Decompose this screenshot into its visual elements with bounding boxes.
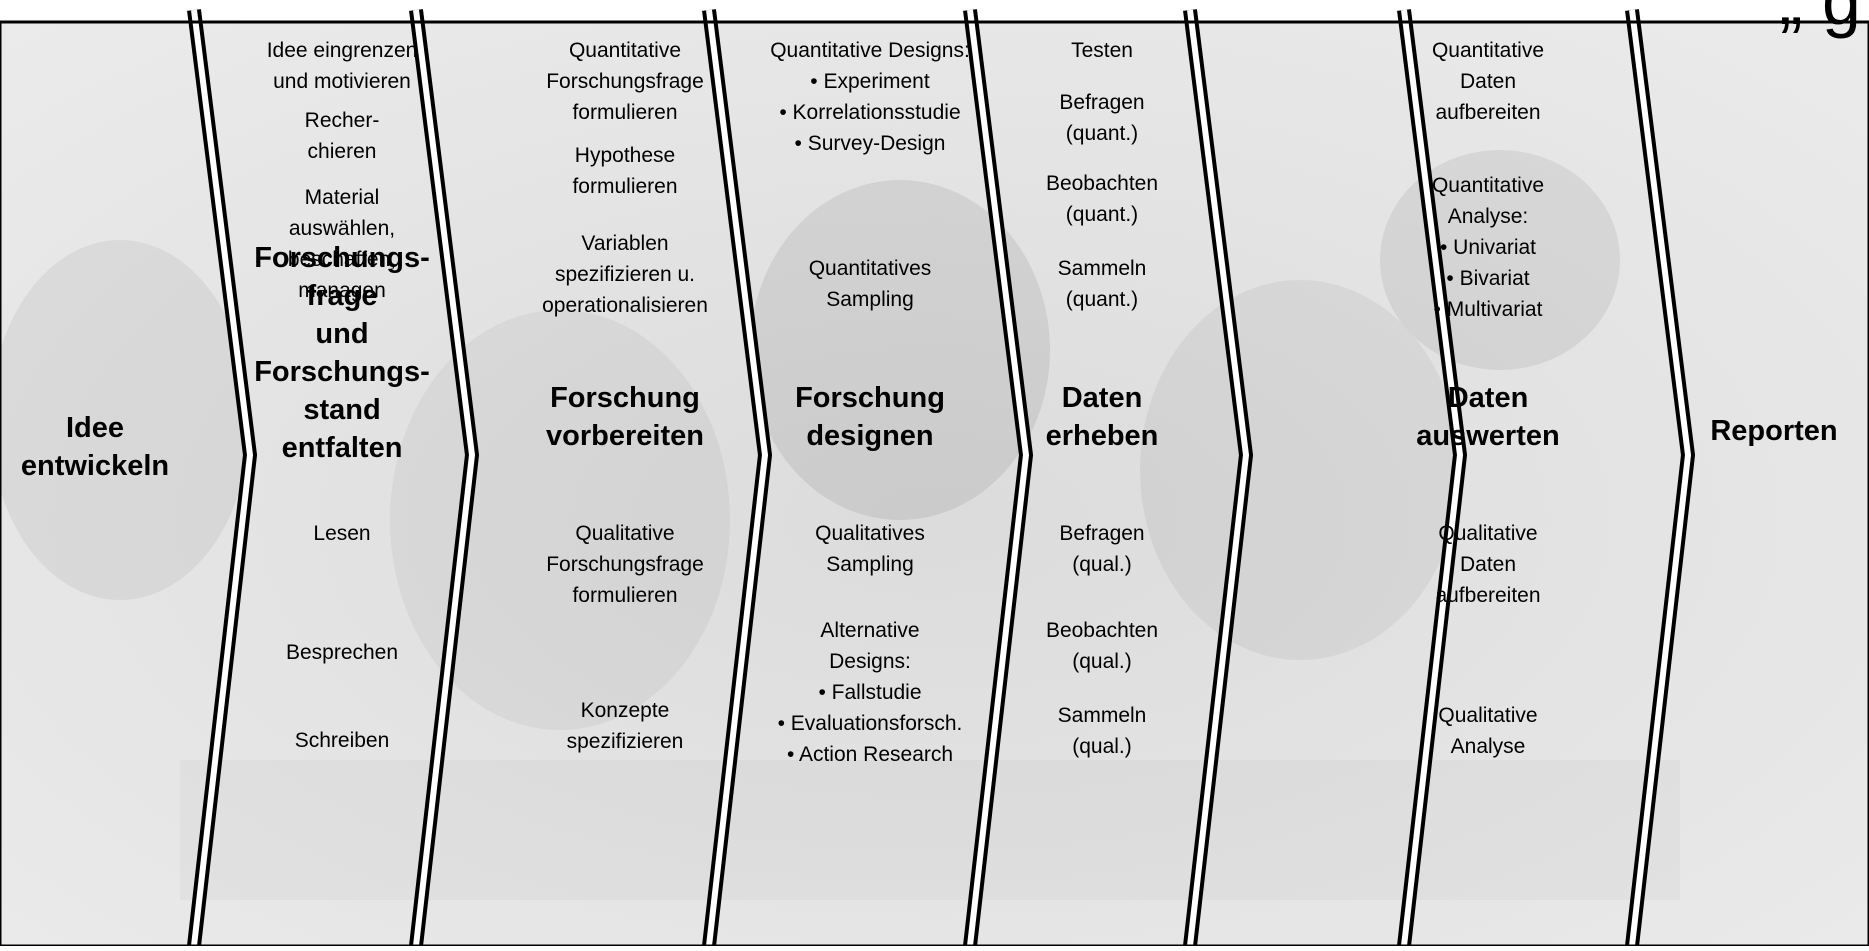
stage-2-item-3: Material auswählen, beschaffen, managen — [287, 186, 397, 302]
header-strip — [0, 0, 1869, 22]
stage-2-item-1: Idee eingrenzen und motivieren — [266, 39, 418, 93]
stage-7-title: Reporten — [1710, 415, 1838, 447]
stage-6-title: Daten auswerten — [1416, 382, 1560, 452]
stage-6-item-2: Quantitative Analyse: • Univariat • Biva… — [1431, 174, 1545, 321]
stage-6-item-1: Quantitative Daten aufbereiten — [1431, 39, 1545, 124]
stage-4-item-4: Alternative Designs: • Fallstudie • Eval… — [777, 619, 963, 766]
stage-2-title: Forschungs- frage und Forschungs- stand … — [254, 242, 430, 464]
chevron-divider-gap-1 — [191, 9, 254, 947]
stage-3-item-4: Qualitative Forschungsfrage formulieren — [546, 522, 704, 607]
stage-5-item-7: Sammeln (qual.) — [1057, 704, 1147, 758]
stage-5-item-5: Befragen (qual.) — [1059, 522, 1145, 576]
stage-5-item-2: Befragen (quant.) — [1059, 91, 1145, 145]
stage-3-item-2: Hypothese formulieren — [572, 144, 678, 198]
stage-2-item-2: Recher- chieren — [304, 109, 380, 163]
stage-5-item-1: Testen — [1071, 39, 1133, 62]
stage-2-item-6: Schreiben — [294, 729, 390, 752]
stage-2-item-5: Besprechen — [285, 641, 399, 664]
stage-5-item-4: Sammeln (quant.) — [1057, 257, 1147, 311]
chevron-divider-gap-6 — [1401, 9, 1464, 947]
stage-3-item-1: Quantitative Forschungsfrage formulieren — [546, 39, 704, 124]
chevron-dividers — [187, 9, 1696, 947]
stage-2-item-4: Lesen — [313, 522, 371, 545]
chevron-divider-gap-5 — [1187, 9, 1250, 947]
stage-4-item-1: Quantitative Designs: • Experiment • Kor… — [770, 39, 970, 155]
chevron-divider-gap-2 — [413, 9, 476, 947]
stage-6-item-3: Qualitative Daten aufbereiten — [1435, 522, 1541, 607]
stage-4-item-2: Quantitatives Sampling — [808, 257, 932, 311]
header-fragment: „ g — [1779, 0, 1861, 39]
stage-4-item-3: Qualitatives Sampling — [815, 522, 925, 576]
stage-4-title: Forschung designen — [795, 382, 945, 452]
stage-5-item-6: Beobachten (qual.) — [1045, 619, 1159, 673]
stage-5-item-3: Beobachten (quant.) — [1045, 172, 1159, 226]
stage-6-item-4: Qualitative Analyse — [1438, 704, 1538, 758]
chevron-divider-gap-4 — [967, 9, 1030, 947]
stage-5-title: Daten erheben — [1045, 382, 1159, 452]
stage-3-item-3: Variablen spezifizieren u. operationalis… — [542, 232, 708, 317]
stage-3-item-5: Konzepte spezifizieren — [566, 699, 684, 753]
stage-1-title: Idee entwickeln — [20, 412, 170, 482]
chevron-divider-gap-3 — [706, 9, 769, 947]
stage-3-title: Forschung vorbereiten — [546, 382, 704, 452]
chevron-divider-gap-7 — [1629, 9, 1692, 947]
